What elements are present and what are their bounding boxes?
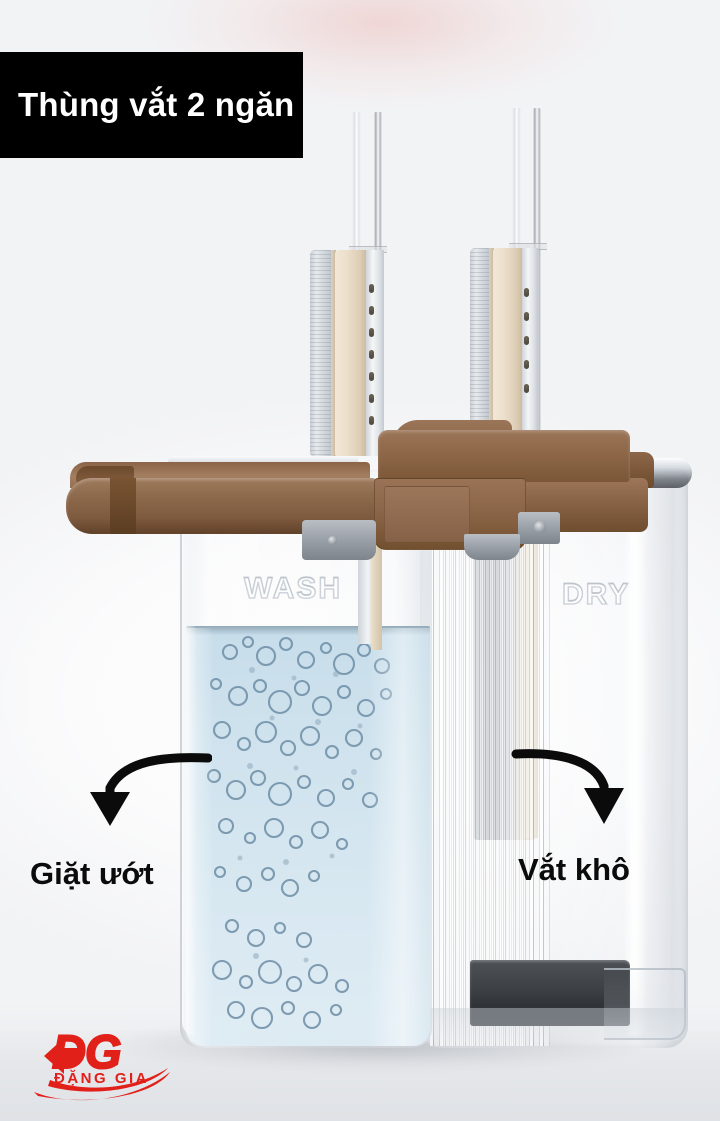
mop-pad-right-microfiber bbox=[470, 248, 490, 456]
curved-arrow-down-right-icon bbox=[511, 749, 624, 824]
mop-pad-left-plate bbox=[335, 250, 367, 456]
lid-left-shadow-band bbox=[110, 478, 136, 534]
mop-pad-left-slot bbox=[369, 372, 374, 381]
mop-pad-left-slot bbox=[369, 284, 374, 293]
wash-chamber-mop-stem-inner bbox=[372, 534, 382, 650]
mop-pad-left-microfiber bbox=[310, 250, 332, 456]
water-bubbles-svg bbox=[206, 635, 393, 1030]
lid-hinge-left bbox=[302, 520, 376, 560]
mop-pad-left-slot bbox=[369, 416, 374, 425]
lid-center-panel bbox=[384, 486, 470, 542]
dry-chamber-base-shade bbox=[424, 1008, 688, 1042]
logo-mark-text: DG bbox=[51, 1024, 122, 1079]
mop-pad-right-slot bbox=[524, 288, 529, 297]
dry-chamber-emboss-label: DRY bbox=[561, 577, 631, 612]
brand-logo: DG ĐẶNG GIA bbox=[28, 1022, 176, 1104]
mop-pad-right-edge bbox=[489, 248, 494, 456]
mop-pad-left-slot bbox=[369, 350, 374, 359]
dry-chamber-tray-lip bbox=[604, 968, 686, 1040]
mop-pad-right-slot bbox=[524, 384, 529, 393]
mop-pad-left-slot bbox=[369, 306, 374, 315]
mop-pad-left-slot bbox=[369, 394, 374, 403]
annotation-label-dry: Vắt khô bbox=[518, 852, 630, 887]
mop-pad-right-slot bbox=[524, 312, 529, 321]
curved-arrow-down-left-icon bbox=[90, 753, 212, 826]
mop-pad-right-slot bbox=[524, 336, 529, 345]
lid-center-block bbox=[378, 430, 630, 482]
wash-chamber-water bbox=[186, 626, 430, 1046]
lid-hinge-left-pivot bbox=[328, 536, 337, 545]
banner-title-text: Thùng vắt 2 ngăn bbox=[18, 86, 295, 123]
mop-pad-left-slot bbox=[369, 328, 374, 337]
mop-pad-right-carrier bbox=[522, 248, 538, 456]
dry-chamber-drain-tray bbox=[470, 960, 630, 1026]
mop-pad-left-edge bbox=[331, 250, 336, 456]
dry-chamber-highlight bbox=[624, 480, 646, 1036]
water-right-sheen bbox=[368, 628, 432, 1046]
logo-company-name: ĐẶNG GIA bbox=[54, 1070, 149, 1087]
annotation-label-wash: Giặt ướt bbox=[30, 856, 154, 891]
lid-hinge-right-pivot bbox=[534, 521, 546, 533]
mop-pad-left-carrier bbox=[366, 250, 384, 456]
wash-chamber-emboss-label: WASH bbox=[243, 571, 342, 606]
mop-pad-left bbox=[310, 250, 384, 456]
mop-pad-right-slot bbox=[524, 360, 529, 369]
title-banner: Thùng vắt 2 ngăn bbox=[0, 52, 303, 158]
dg-brand-logo-icon bbox=[34, 1038, 170, 1101]
lid-center-bracket bbox=[464, 534, 520, 560]
